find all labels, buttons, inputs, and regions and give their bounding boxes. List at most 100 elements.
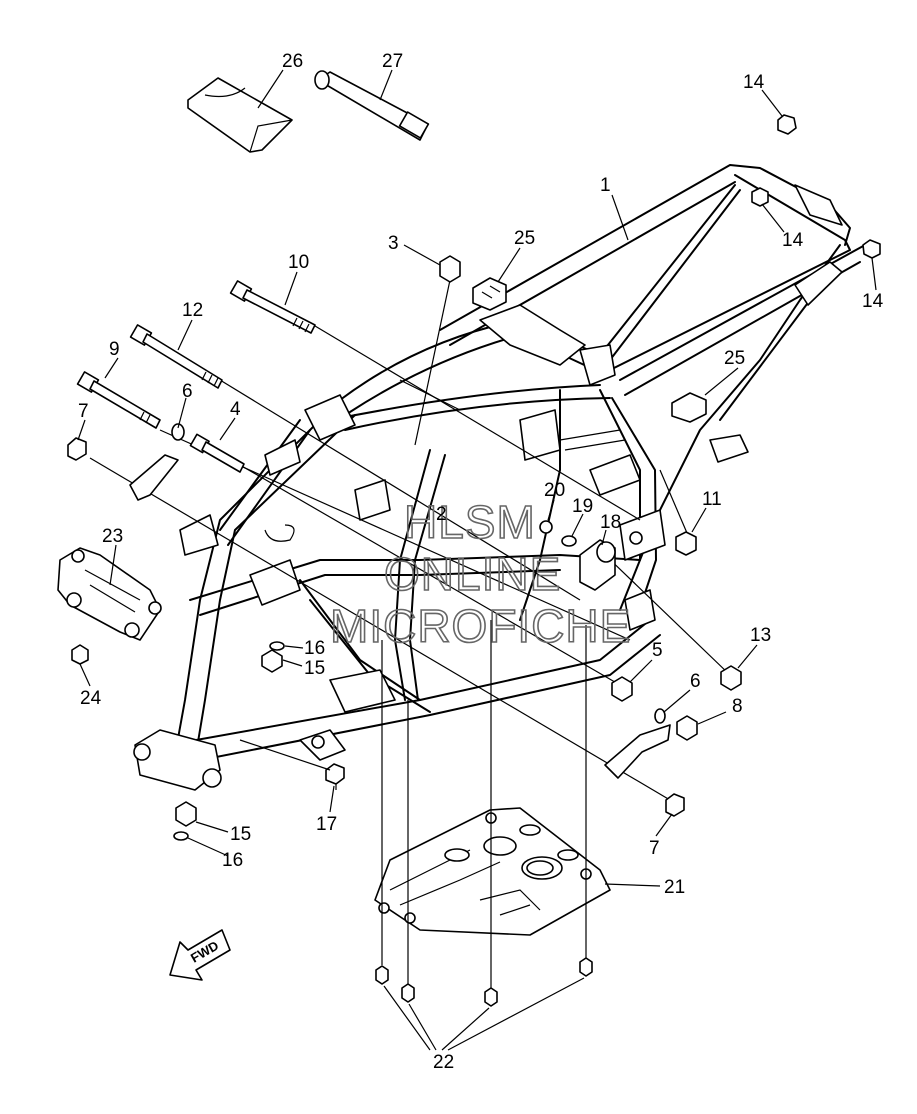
bolt-7-axis — [89, 457, 671, 801]
part-22-bolts — [375, 957, 593, 1007]
bolt-13-axis — [599, 549, 731, 676]
callout-26: 26 — [282, 51, 303, 72]
bolt-3-axis — [414, 279, 451, 446]
leader-18 — [601, 529, 607, 546]
leader-15b — [195, 821, 229, 833]
leader-9 — [104, 357, 119, 379]
leader-12 — [177, 319, 193, 351]
callout-14c: 14 — [862, 291, 884, 312]
leader-24 — [79, 663, 91, 687]
part-18-bushing — [579, 539, 616, 591]
leader-19 — [571, 513, 584, 537]
leader-23 — [109, 544, 117, 586]
part-7b-nut — [665, 793, 685, 817]
callout-3: 3 — [388, 233, 399, 254]
callout-17: 17 — [316, 814, 337, 835]
leader-13 — [737, 644, 758, 669]
bolt-4-axis — [239, 464, 621, 686]
part-4-bolt — [189, 433, 245, 473]
callout-25a: 25 — [514, 228, 535, 249]
watermark-line3: MICROFICHE — [330, 600, 631, 652]
part-16a-washer — [269, 641, 285, 651]
watermark-line2: ONLINE — [384, 548, 561, 600]
leader-14a — [761, 89, 783, 117]
part-16b-washer — [173, 831, 189, 841]
leader-26 — [257, 69, 284, 109]
callout-20: 20 — [544, 480, 565, 501]
part-14c-grommet — [862, 239, 881, 259]
part-24-bolt — [71, 644, 89, 665]
leader-21 — [604, 883, 661, 887]
part-6b-bracket — [604, 708, 671, 779]
callout-21: 21 — [664, 877, 685, 898]
part-15b-grommet — [175, 801, 197, 827]
part-5-nut — [611, 676, 633, 702]
leader-7b — [655, 813, 673, 837]
leader-20 — [547, 499, 555, 521]
callout-25b: 25 — [724, 348, 745, 369]
part-6a-bracket — [129, 423, 185, 501]
leader-1 — [611, 194, 629, 241]
leader-14c — [871, 257, 877, 291]
callout-12: 12 — [182, 300, 203, 321]
leader-10 — [284, 271, 298, 306]
part-23-engine-mount — [57, 547, 162, 641]
callout-labels: 1 2 3 4 5 6 6 7 7 8 9 10 11 12 13 14 14 … — [78, 51, 884, 1073]
part-25b-damper — [671, 392, 707, 423]
bolt-10-axis — [304, 319, 641, 521]
callout-13: 13 — [750, 625, 771, 646]
callout-9: 9 — [109, 339, 120, 360]
bolt-12-axis — [219, 379, 581, 601]
callout-15a: 15 — [304, 658, 325, 679]
callout-27: 27 — [382, 51, 403, 72]
part-21-skid-plate — [374, 807, 611, 936]
callout-19: 19 — [572, 496, 593, 517]
part-14b-grommet — [751, 187, 769, 207]
callout-7b: 7 — [649, 838, 660, 859]
part-19-washer — [561, 535, 577, 547]
part-1-main-frame — [133, 164, 866, 791]
fwd-arrow-icon: FWD — [169, 929, 231, 981]
part-10-bolt — [229, 280, 316, 334]
callout-4: 4 — [230, 399, 241, 420]
leader-14b — [761, 203, 785, 233]
part-13-nut — [720, 665, 742, 691]
callout-16b: 16 — [222, 850, 243, 871]
callout-24: 24 — [80, 688, 102, 709]
part-12-bolt — [129, 324, 223, 389]
callout-16a: 16 — [304, 638, 325, 659]
leader-4 — [219, 417, 236, 441]
callout-14a: 14 — [743, 72, 765, 93]
callout-6b: 6 — [690, 671, 701, 692]
bolt-17-axis — [239, 739, 331, 771]
leader-27 — [379, 69, 393, 101]
part-26-grease-pack — [187, 77, 293, 153]
leader-3 — [403, 244, 441, 266]
callout-22: 22 — [433, 1052, 454, 1073]
callout-14b: 14 — [782, 230, 804, 251]
bolt-11-axis — [659, 469, 691, 541]
callout-5: 5 — [652, 640, 663, 661]
part-14a-grommet — [777, 114, 797, 135]
watermark-line1: HLSM — [404, 496, 536, 548]
watermark: HLSM ONLINE MICROFICHE — [329, 495, 631, 653]
part-17-bolt — [325, 763, 345, 790]
leader-17 — [329, 785, 335, 813]
callout-8: 8 — [732, 696, 743, 717]
leader-16a — [284, 645, 304, 649]
leader-8 — [697, 711, 727, 725]
part-25a-damper — [472, 277, 507, 311]
leader-16b — [187, 837, 229, 857]
callout-23: 23 — [102, 526, 123, 547]
leader-25a — [497, 247, 521, 283]
callout-18: 18 — [600, 512, 621, 533]
leader-11 — [691, 507, 707, 533]
leader-6a — [177, 397, 187, 429]
part-27-pin — [314, 70, 430, 141]
part-8-nut — [676, 715, 698, 741]
callout-6a: 6 — [182, 381, 193, 402]
callout-10: 10 — [288, 252, 309, 273]
leader-7a — [77, 419, 86, 441]
part-15a-grommet — [261, 649, 283, 673]
